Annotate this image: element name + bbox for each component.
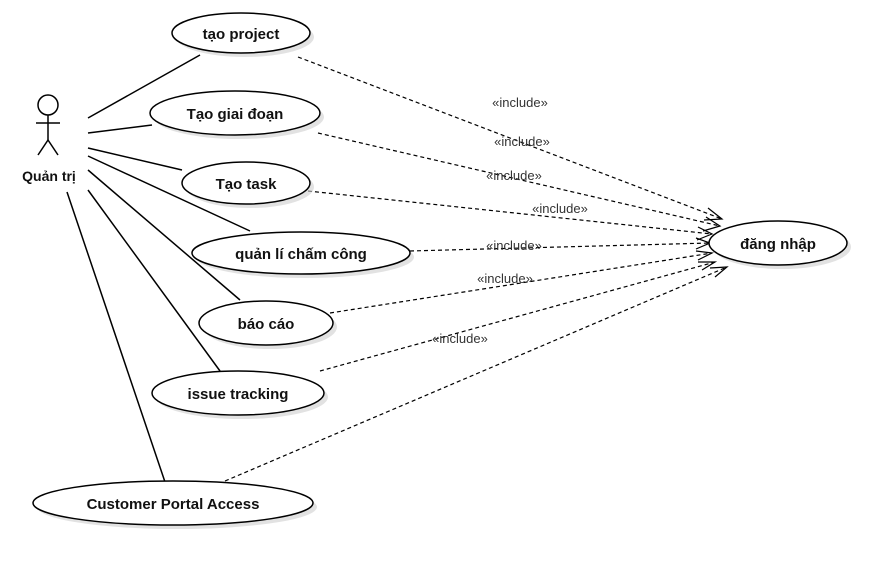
use-case-ellipse (181, 161, 311, 205)
include-line-tao-task (307, 190, 713, 235)
use-case-ellipse (149, 90, 321, 136)
assoc-bao-cao (87, 169, 241, 301)
use-case-quan-li-cham-cong[interactable]: quản lí chấm công (191, 231, 414, 278)
use-case-label: Tạo giai đoạn (187, 106, 284, 123)
associations (66, 54, 251, 483)
include-label: «include» (492, 95, 548, 110)
use-case-ellipse (708, 220, 848, 266)
arrowhead (709, 266, 729, 278)
use-case-label: quản lí chấm công (235, 246, 367, 263)
actor-label: Quản trị (22, 168, 76, 184)
include-line-bao-cao (329, 252, 713, 314)
actor-head (37, 94, 59, 116)
assoc-issue-tracking (87, 189, 221, 372)
include-label: «include» (477, 271, 533, 286)
use-case-label: Tạo task (216, 176, 278, 193)
include-line-quan-li-cham-cong (409, 242, 711, 252)
assoc-customer-portal (66, 191, 166, 483)
arrowhead (702, 216, 722, 232)
arrowhead (696, 226, 714, 241)
include-line-tao-giai-doan (317, 132, 721, 227)
include-label: «include» (486, 238, 542, 253)
arrowhead (695, 250, 715, 261)
include-label: «include» (486, 168, 542, 183)
use-case-ellipse (191, 231, 411, 275)
use-case-customer-portal[interactable]: Customer Portal Access (32, 480, 317, 529)
actor-right-leg (47, 139, 59, 156)
include-line-issue-tracking (319, 261, 716, 372)
include-line-tao-project (297, 56, 723, 220)
use-case-label: Customer Portal Access (87, 496, 260, 513)
use-case-label: đăng nhập (740, 236, 816, 253)
use-case-label: tạo project (203, 26, 280, 43)
use-case-ellipse (151, 370, 325, 416)
include-dependencies (224, 56, 729, 482)
use-case-dang-nhap[interactable]: đăng nhập (708, 220, 851, 269)
include-label: «include» (494, 134, 550, 149)
assoc-tao-giai-doan (87, 124, 153, 134)
actor-quan-tri[interactable]: Quản trị (22, 94, 76, 184)
include-labels: «include» «include» «include» «include» … (432, 95, 588, 346)
actor-left-leg (37, 139, 49, 156)
assoc-tao-task (87, 147, 183, 171)
use-case-ellipse (171, 12, 311, 54)
use-case-ellipse (32, 480, 314, 526)
use-case-label: báo cáo (238, 316, 295, 333)
assoc-quan-li-cham-cong (87, 155, 251, 232)
use-case-tao-task[interactable]: Tạo task (181, 161, 314, 208)
use-case-ellipse (198, 300, 334, 346)
include-label: «include» (532, 201, 588, 216)
include-label: «include» (432, 331, 488, 346)
arrowhead (698, 261, 718, 271)
use-case-tao-giai-doan[interactable]: Tạo giai đoạn (149, 90, 324, 139)
assoc-tao-project (87, 54, 201, 119)
use-case-bao-cao[interactable]: báo cáo (198, 300, 337, 349)
use-case-label: issue tracking (188, 386, 289, 403)
include-line-customer-portal (224, 266, 728, 482)
use-case-issue-tracking[interactable]: issue tracking (151, 370, 328, 419)
use-case-tao-project[interactable]: tạo project (171, 12, 314, 57)
